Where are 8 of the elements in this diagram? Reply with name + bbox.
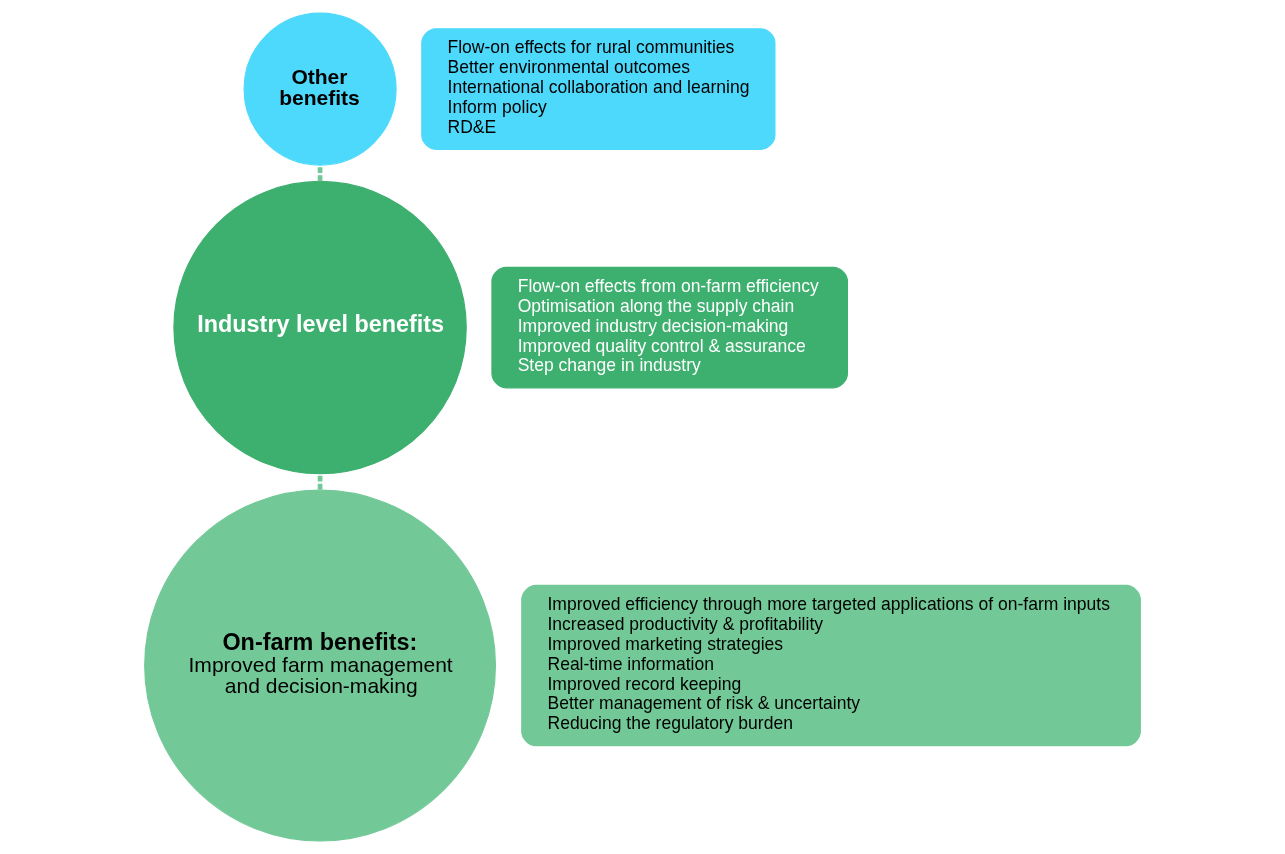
- node-circle: Other benefits: [243, 12, 397, 166]
- node-circle: On-farm benefits: Improved farm management and decision-making: [144, 489, 497, 842]
- node-box: Flow-on effects for rural communities Better environmental outcomes International collaboration and learning Inform policy RD&E: [421, 28, 776, 150]
- connector: [317, 473, 323, 490]
- connector: [317, 165, 323, 182]
- node-box: Flow-on effects from on-farm efficiency Optimisation along the supply chain Improved industry decision-making Improved quality control & assurance Step change in industry: [491, 266, 848, 389]
- node-box: Improved efficiency through more targeted applications of on-farm inputs Increased productivity & profitability Improved marketing strategies Real-time information Improved record keeping Better management of risk & uncertainty Reducing the regulatory burden: [521, 584, 1141, 747]
- node-circle: Industry level benefits: [173, 180, 467, 475]
